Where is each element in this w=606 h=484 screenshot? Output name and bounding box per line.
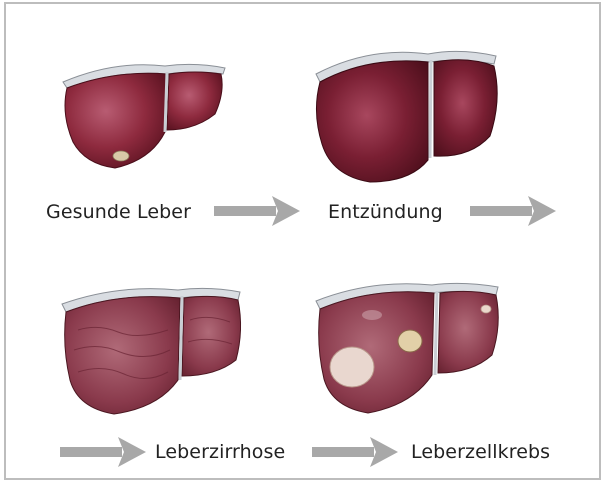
stage-label-cancer: Leberzellkrebs bbox=[411, 441, 550, 463]
stage-label-healthy: Gesunde Leber bbox=[46, 201, 191, 223]
arrow-cirrhosis-to-cancer bbox=[312, 436, 402, 468]
liver-healthy-illustration bbox=[55, 52, 235, 172]
liver-inflamed-illustration bbox=[310, 40, 510, 188]
arrow-inflamed-to-next bbox=[470, 195, 560, 227]
tumor-small bbox=[481, 305, 491, 313]
liver-cancer-illustration bbox=[312, 275, 512, 420]
stage-label-inflamed: Entzündung bbox=[328, 201, 443, 223]
stage-label-cirrhosis: Leberzirrhose bbox=[155, 441, 285, 463]
tumor-large bbox=[330, 347, 374, 387]
arrow-to-cirrhosis bbox=[60, 436, 150, 468]
arrow-healthy-to-inflamed bbox=[214, 195, 304, 227]
liver-cirrhosis-illustration bbox=[58, 280, 248, 420]
tumor-medium bbox=[398, 330, 422, 352]
